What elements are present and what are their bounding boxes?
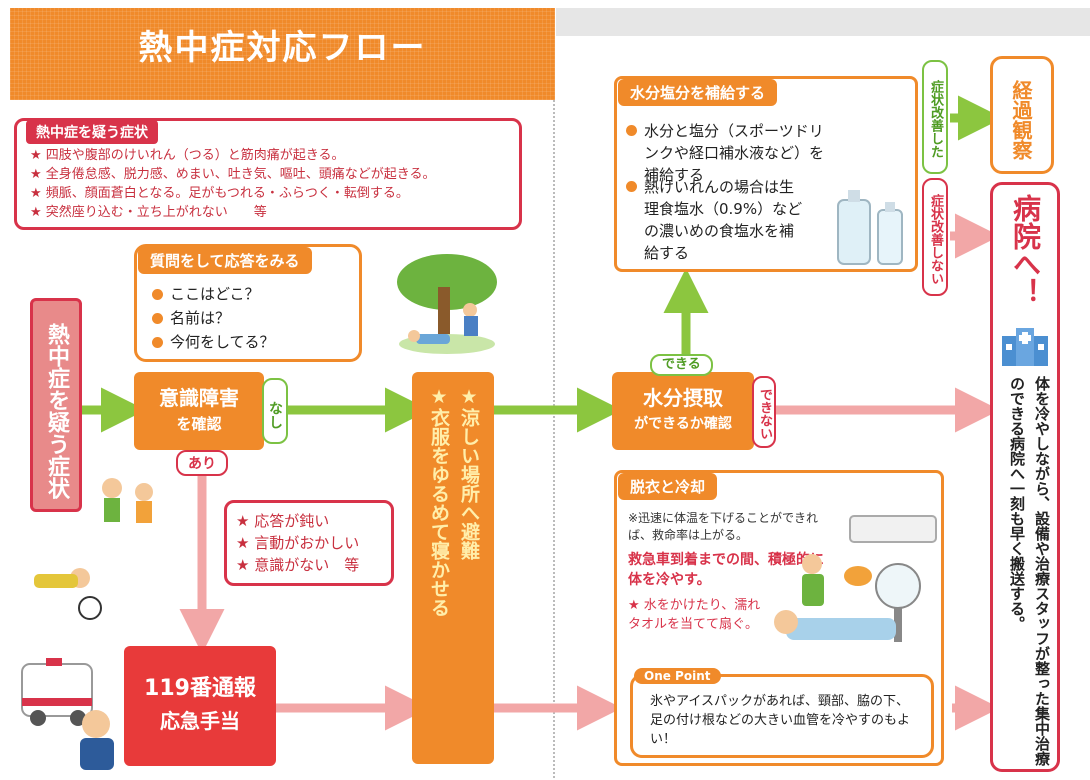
ari-symptom-list: ★ 応答が鈍い ★ 言動がおかしい ★ 意識がない 等 bbox=[236, 510, 359, 576]
suspicion-item: ★ 全身倦怠感、脱力感、めまい、吐き気、嘔吐、頭痛などが起きる。 bbox=[30, 167, 436, 182]
label-ari: あり bbox=[176, 450, 228, 476]
hydration-text-1: 水分と塩分（スポーツドリンクや経口補水液など）を補給する bbox=[644, 122, 825, 184]
question-item: 今何をしてる？ bbox=[152, 330, 275, 354]
observe-box: 経過観察 bbox=[990, 56, 1054, 174]
bullet-icon bbox=[626, 181, 637, 192]
question-text: ここはどこ？ bbox=[170, 285, 260, 303]
cool-place-line2: ★衣服をゆるめて寝かせる bbox=[428, 386, 450, 617]
hospital-box bbox=[990, 182, 1060, 772]
bullet-icon bbox=[626, 125, 637, 136]
top-right-band bbox=[556, 8, 1090, 36]
suspicion-list: ★ 四肢や腹部のけいれん（つる）と筋肉痛が起きる。 ★ 全身倦怠感、脱力感、めま… bbox=[30, 146, 516, 222]
question-item: 名前は？ bbox=[152, 306, 275, 330]
ambulance-illustration bbox=[21, 658, 114, 770]
ari-symptom-box bbox=[224, 500, 394, 586]
bullet-icon bbox=[152, 337, 163, 348]
hospital-icon bbox=[1002, 328, 1048, 366]
ari-symptom-item: ★ 意識がない 等 bbox=[236, 556, 360, 574]
consciousness-box: 意識障害 を確認 bbox=[134, 372, 264, 450]
question-text: 名前は？ bbox=[170, 309, 231, 327]
transport-text: 体を冷やしながら、設備や治療スタッフが整った集中治療のできる病院へ一刻も早く搬送… bbox=[1008, 376, 1051, 766]
suspicion-header: 熱中症を疑う症状 bbox=[26, 120, 158, 144]
one-point-box bbox=[630, 674, 934, 758]
cooling-tip: ★ 水をかけたり、濡れタオルを当てて扇ぐ。 bbox=[628, 598, 761, 632]
emergency-sub: 応急手当 bbox=[160, 709, 240, 733]
water-check-box: 水分摂取 ができるか確認 bbox=[612, 372, 754, 450]
emergency-box: 119番通報 応急手当 bbox=[124, 646, 276, 766]
kids-illustration bbox=[34, 478, 153, 620]
hydration-header: 水分塩分を補給する bbox=[618, 79, 778, 106]
suspicion-item: ★ 頻脈、顔面蒼白となる。足がもつれる・ふらつく・転倒する。 bbox=[30, 186, 409, 201]
tree-illustration bbox=[397, 254, 497, 354]
water-check-title: 水分摂取 bbox=[643, 386, 723, 410]
cooling-header: 脱衣と冷却 bbox=[618, 473, 718, 500]
emergency-title: 119番通報 bbox=[144, 676, 256, 701]
bullet-icon bbox=[152, 289, 163, 300]
cooling-note: ※迅速に体温を下げることができれば、救命率は上がる。 bbox=[628, 511, 819, 542]
hydration-text-2: 熱けいれんの場合は生理食塩水（0.9%）などの濃いめの食塩水を補給する bbox=[644, 178, 803, 262]
left-symptom-label: 熱中症を疑う症状 bbox=[30, 298, 82, 512]
page-divider bbox=[553, 8, 555, 778]
consciousness-sub: を確認 bbox=[176, 415, 222, 433]
hospital-title: 病院へ！ bbox=[1009, 194, 1042, 306]
cool-place-box: ★涼しい場所へ避難 ★衣服をゆるめて寝かせる bbox=[412, 372, 494, 764]
label-dekinai: できない bbox=[752, 376, 776, 448]
page-title: 熱中症対応フロー bbox=[138, 28, 427, 68]
question-header: 質問をして応答をみる bbox=[138, 247, 312, 274]
question-item: ここはどこ？ bbox=[152, 282, 275, 306]
question-text: 今何をしてる？ bbox=[170, 333, 275, 351]
hydration-item-2: 熱けいれんの場合は生理食塩水（0.9%）などの濃いめの食塩水を補給する bbox=[626, 176, 826, 264]
question-list: ここはどこ？ 名前は？ 今何をしてる？ bbox=[152, 282, 275, 354]
ari-symptom-item: ★ 言動がおかしい bbox=[236, 534, 360, 552]
bullet-icon bbox=[152, 313, 163, 324]
bottles-illustration bbox=[837, 190, 903, 265]
water-check-sub: ができるか確認 bbox=[634, 416, 732, 432]
label-improved: 症状改善した bbox=[922, 60, 948, 174]
ari-symptom-item: ★ 応答が鈍い bbox=[236, 512, 330, 530]
suspicion-item: ★ 突然座り込む・立ち上がれない 等 bbox=[30, 205, 267, 220]
one-point-text: 氷やアイスパックがあれば、頸部、脇の下、足の付け根などの大きい血管を冷やすのもよ… bbox=[650, 694, 911, 747]
one-point-label: One Point bbox=[634, 668, 721, 684]
cooling-emphasis: 救急車到着までの間、積極的に体を冷やす。 bbox=[628, 552, 824, 588]
label-nashi: なし bbox=[262, 378, 288, 444]
hydration-item-1: 水分と塩分（スポーツドリンクや経口補水液など）を補給する bbox=[626, 120, 826, 186]
cool-place-line1: ★涼しい場所へ避難 bbox=[458, 386, 480, 560]
title-banner bbox=[10, 8, 555, 100]
suspicion-item: ★ 四肢や腹部のけいれん（つる）と筋肉痛が起きる。 bbox=[30, 148, 345, 163]
cooling-illustration bbox=[774, 515, 937, 642]
label-not-improved: 症状改善しない bbox=[922, 178, 948, 296]
consciousness-title: 意識障害 bbox=[159, 386, 239, 410]
label-dekiru: できる bbox=[650, 354, 713, 376]
